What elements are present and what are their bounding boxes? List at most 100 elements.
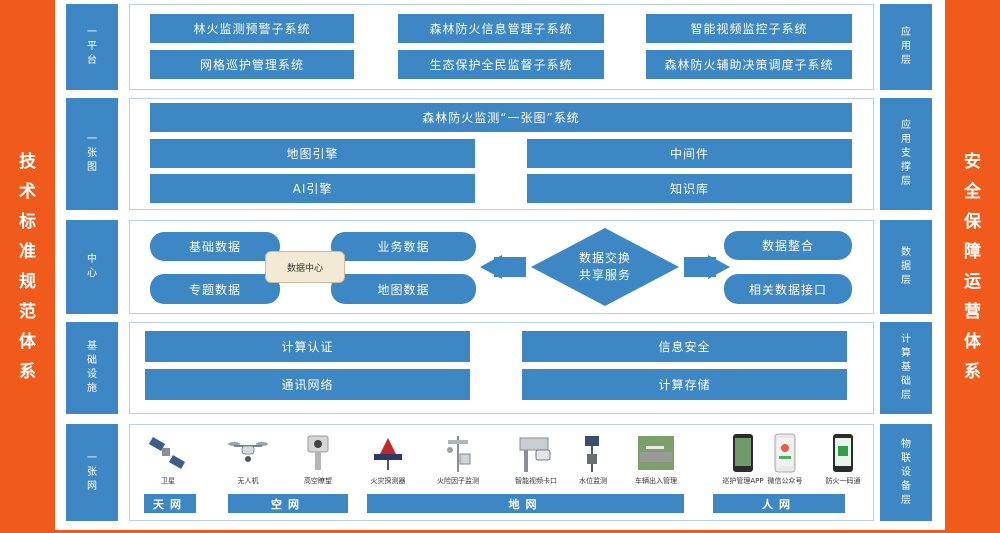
layer-char: 台 bbox=[87, 55, 97, 66]
data-exchange-graphic bbox=[480, 228, 730, 306]
bar-char: 技 bbox=[19, 151, 36, 172]
decision-dispatch-subsystem[interactable]: 森林防火辅助决策调度子系统 bbox=[646, 50, 852, 79]
exchange-label-line1: 数据交换 bbox=[578, 250, 631, 265]
layer-char: 备 bbox=[901, 480, 911, 492]
high-altitude-camera-icon bbox=[307, 435, 329, 470]
video-surveillance-subsystem[interactable]: 智能视频监控子系统 bbox=[646, 14, 852, 43]
layer-char: 基 bbox=[87, 341, 97, 352]
data-hub[interactable]: 数据中心 bbox=[265, 251, 345, 283]
device-fire-prevention-app[interactable]: 防火一码通 bbox=[808, 432, 878, 488]
security-operations-bar: 安 全 保 障 运 营 体 系 bbox=[945, 0, 1000, 533]
bar-char: 运 bbox=[964, 271, 981, 292]
bottom-accent-line bbox=[0, 530, 1000, 533]
air-network-bar[interactable]: 空网 bbox=[228, 494, 348, 513]
device-wechat-account[interactable]: 微信公众号 bbox=[750, 432, 820, 488]
bar-char: 体 bbox=[19, 331, 36, 352]
water-level-monitor-icon bbox=[585, 436, 599, 472]
data-interface-pill[interactable]: 相关数据接口 bbox=[724, 274, 852, 304]
device-drone[interactable]: 无人机 bbox=[213, 432, 283, 488]
thematic-data-pill[interactable]: 专题数据 bbox=[150, 274, 280, 304]
vehicle-access-icon bbox=[638, 436, 674, 470]
device-water-level[interactable]: 水位监测 bbox=[558, 432, 628, 488]
eco-supervision-subsystem[interactable]: 生态保护全民监督子系统 bbox=[398, 50, 604, 79]
compute-auth-box[interactable]: 计算认证 bbox=[145, 331, 470, 362]
bar-char: 系 bbox=[964, 361, 981, 382]
device-label: 高空瞭望 bbox=[304, 477, 332, 485]
layer-char: 图 bbox=[87, 162, 97, 173]
layer-char: 物 bbox=[901, 438, 911, 450]
layer-label-one-map: 一 张 图 bbox=[66, 98, 118, 210]
business-data-pill[interactable]: 业务数据 bbox=[331, 232, 476, 261]
layer-label-application: 应 用 层 bbox=[880, 4, 932, 90]
device-vehicle-access[interactable]: 车辆出入管理 bbox=[621, 432, 691, 488]
device-label: 巡护管理APP bbox=[722, 477, 764, 485]
ground-network-bar[interactable]: 地网 bbox=[367, 494, 684, 513]
sky-network-bar[interactable]: 天网 bbox=[144, 494, 196, 513]
map-engine-box[interactable]: 地图引擎 bbox=[150, 139, 475, 168]
layer-char: 据 bbox=[901, 261, 911, 272]
layer-char: 应 bbox=[901, 120, 911, 131]
middleware-box[interactable]: 中间件 bbox=[527, 139, 852, 168]
device-label: 火险因子监测 bbox=[437, 477, 479, 485]
layer-char: 计 bbox=[901, 334, 911, 345]
bar-char: 障 bbox=[964, 241, 981, 262]
layer-label-one-network: 一 张 网 bbox=[66, 424, 118, 521]
fire-monitoring-subsystem[interactable]: 林火监测预警子系统 bbox=[150, 14, 354, 43]
device-satellite[interactable]: 卫星 bbox=[133, 432, 203, 488]
one-map-system-title[interactable]: 森林防火监测“一张图”系统 bbox=[150, 103, 852, 132]
ai-engine-box[interactable]: AI引擎 bbox=[150, 174, 475, 203]
layer-char: 心 bbox=[87, 268, 97, 279]
device-high-camera[interactable]: 高空瞭望 bbox=[283, 432, 353, 488]
grid-patrol-system[interactable]: 网格巡护管理系统 bbox=[150, 50, 354, 79]
bar-char: 体 bbox=[964, 331, 981, 352]
layer-label-app-support: 应 用 支 撑 层 bbox=[880, 98, 932, 210]
info-security-box[interactable]: 信息安全 bbox=[522, 331, 847, 362]
comm-network-box[interactable]: 通讯网络 bbox=[145, 369, 470, 400]
layer-char: 施 bbox=[87, 383, 97, 394]
bar-char: 规 bbox=[19, 271, 36, 292]
fire-factor-monitor-icon bbox=[447, 436, 471, 472]
layer-char: 撑 bbox=[901, 162, 911, 173]
bar-char: 范 bbox=[19, 301, 36, 322]
device-label: 车辆出入管理 bbox=[635, 477, 677, 485]
device-fire-detector[interactable]: 火灾探测器 bbox=[353, 432, 423, 488]
drone-icon bbox=[228, 442, 268, 462]
layer-char: 一 bbox=[87, 134, 97, 145]
device-video-checkpoint[interactable]: 智能视频卡口 bbox=[501, 432, 571, 488]
device-label: 卫星 bbox=[161, 477, 175, 485]
layer-char: 一 bbox=[87, 452, 97, 464]
layer-label-iot-devices: 物 联 设 备 层 bbox=[880, 424, 932, 521]
layer-char: 设 bbox=[901, 466, 911, 478]
layer-char: 础 bbox=[901, 376, 911, 387]
device-label: 智能视频卡口 bbox=[515, 477, 557, 485]
layer-char: 平 bbox=[87, 41, 97, 52]
layer-char: 张 bbox=[87, 148, 97, 159]
layer-char: 层 bbox=[901, 176, 911, 187]
left-arrow-band bbox=[494, 257, 526, 277]
basic-data-pill[interactable]: 基础数据 bbox=[150, 232, 280, 261]
layer-char: 层 bbox=[901, 275, 911, 286]
compute-storage-box[interactable]: 计算存储 bbox=[522, 369, 847, 400]
layer-label-platform: 一 平 台 bbox=[66, 4, 118, 90]
exchange-diamond bbox=[531, 228, 679, 306]
map-data-pill[interactable]: 地图数据 bbox=[331, 274, 476, 304]
layer-char: 数 bbox=[901, 247, 911, 258]
satellite-icon bbox=[148, 437, 186, 469]
layer-char: 础 bbox=[87, 355, 97, 366]
device-fire-factor[interactable]: 火险因子监测 bbox=[423, 432, 493, 488]
bar-char: 术 bbox=[19, 181, 36, 202]
layer-char: 支 bbox=[901, 148, 911, 159]
knowledge-base-box[interactable]: 知识库 bbox=[527, 174, 852, 203]
human-network-bar[interactable]: 人网 bbox=[713, 494, 845, 513]
bar-char: 安 bbox=[964, 151, 981, 172]
layer-char: 联 bbox=[901, 452, 911, 464]
data-integration-pill[interactable]: 数据整合 bbox=[724, 231, 852, 260]
right-arrow bbox=[708, 255, 730, 279]
bar-char: 营 bbox=[964, 301, 981, 322]
wechat-account-icon bbox=[774, 433, 796, 473]
fire-info-management-subsystem[interactable]: 森林防火信息管理子系统 bbox=[398, 14, 604, 43]
layer-label-center: 中 心 bbox=[66, 220, 118, 314]
device-patrol-app[interactable]: 巡护管理APP bbox=[708, 432, 778, 488]
fire-detector-icon bbox=[374, 438, 402, 470]
fire-prevention-app-icon bbox=[833, 434, 853, 472]
